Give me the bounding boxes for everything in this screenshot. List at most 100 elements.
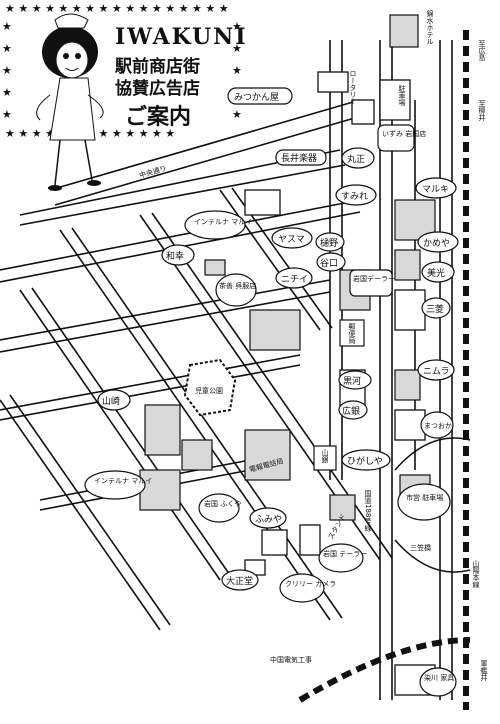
svg-text:インテルナ マルイ: インテルナ マルイ [194, 218, 252, 226]
label-jido-park: 児童公園 [195, 386, 223, 395]
shop-waisho: 和幸 [161, 244, 195, 266]
label-sanyo-line: 山陽本線 [472, 559, 480, 588]
shop-marue: 丸正 [341, 147, 375, 169]
shop-okyu-dept: 岩国デーラー [349, 269, 395, 297]
shop-sanbashi: 三笠橋 [410, 543, 431, 552]
shop-hiroginn: 広銀 [338, 400, 368, 420]
svg-text:★: ★ [232, 64, 242, 77]
svg-text:大正堂: 大正堂 [226, 575, 253, 587]
svg-text:★: ★ [2, 42, 12, 55]
svg-text:すみれ: すみれ [341, 191, 368, 202]
sanyo-railway [298, 30, 471, 710]
svg-text:かめや: かめや [423, 238, 450, 249]
svg-text:ニムラ: ニムラ [423, 366, 450, 377]
label-east-hiroshima: 至広島 [478, 40, 486, 62]
label-chuo-dori: 中央通り [138, 164, 167, 180]
svg-text:★: ★ [2, 86, 12, 99]
brand-title: IWAKUNI [115, 24, 248, 50]
svg-text:山銀: 山銀 [321, 448, 329, 464]
label-rotary: ロータリー [349, 70, 357, 105]
title-line-3: ご案内 [125, 104, 191, 130]
shop-taniguchi: 谷口 [316, 252, 346, 272]
shop-nichii: ニチイ [275, 267, 313, 289]
svg-text:樋野: 樋野 [320, 237, 338, 249]
svg-text:谷口: 谷口 [320, 258, 338, 269]
shop-kuroda: 黒河 [338, 370, 372, 390]
shop-daishokan: 大正堂 [221, 569, 259, 591]
svg-text:★: ★ [2, 64, 12, 77]
svg-text:丸正: 丸正 [347, 153, 365, 165]
label-station-parking: 駐車場 [398, 84, 406, 107]
shop-yamazaki: 山崎 [97, 389, 131, 411]
svg-text:ふみや: ふみや [255, 514, 282, 525]
svg-text:山崎: 山崎 [102, 395, 120, 407]
shop-biko: 美光 [421, 261, 455, 283]
shop-sumire: すみれ [335, 184, 377, 206]
svg-text:岩国 ふくや: 岩国 ふくや [204, 499, 241, 508]
shop-nagai: 長井楽器 [275, 149, 327, 166]
svg-text:広銀: 広銀 [342, 405, 360, 417]
svg-text:黒河: 黒河 [343, 375, 361, 387]
svg-text:長井楽器: 長井楽器 [281, 152, 317, 164]
shop-labels: みつかん屋 長井楽器 丸正 いずみ 岩国店 マルキ すみれ インテルナ マルイ … [84, 87, 459, 697]
shop-yubinkyoku: 郵便局 [339, 319, 365, 347]
svg-text:クリリー カメラ: クリリー カメラ [285, 580, 336, 588]
svg-text:★: ★ [232, 42, 242, 55]
shop-somekawa: 染川 家具 [419, 667, 457, 697]
shop-kurire-camera: クリリー カメラ [279, 573, 336, 603]
svg-text:★: ★ [232, 108, 242, 121]
star-border: ★ ★ ★ ★ ★ ★ ★ ★ ★ ★ ★ ★ ★ ★ ★ ★ ★ ★ ★ ★ … [2, 2, 242, 140]
svg-text:染川 家具: 染川 家具 [424, 673, 454, 682]
label-kokudo-188: 国道188号線 [364, 490, 372, 532]
shop-yamagin: 山銀 [313, 445, 337, 471]
title-line-1: 駅前商店街 [114, 56, 200, 77]
svg-text:中国電気工事: 中国電気工事 [270, 655, 312, 664]
shop-chaban: 茶善 呉服店 [215, 273, 257, 307]
shop-hino: 樋野 [315, 232, 345, 252]
shop-sanryo: 三菱 [421, 297, 451, 319]
shop-intel-maruy-1: インテルナ マルイ [184, 210, 252, 240]
shop-yasuma: ヤスマ [271, 227, 313, 249]
header-title-block: ★ ★ ★ ★ ★ ★ ★ ★ ★ ★ ★ ★ ★ ★ ★ ★ ★ ★ ★ ★ … [2, 2, 248, 191]
svg-text:岩国 テーラー: 岩国 テーラー [323, 549, 367, 558]
svg-text:マルキ: マルキ [422, 185, 449, 195]
svg-text:インテルナ マルイ: インテルナ マルイ [94, 477, 152, 485]
svg-text:★: ★ [232, 20, 242, 33]
mascot-girl-illustration [36, 13, 104, 191]
shop-higashiya: ひがしや [341, 449, 391, 471]
svg-text:みつかん屋: みつかん屋 [234, 92, 279, 103]
svg-text:茶善 呉服店: 茶善 呉服店 [219, 281, 256, 290]
svg-text:ひがしや: ひがしや [347, 455, 383, 467]
shop-chugoku-denki: 中国電気工事 [270, 655, 312, 664]
svg-text:★ ★ ★ ★ ★ ★ ★ ★ ★ ★ ★ ★ ★ ★ ★: ★ ★ ★ ★ ★ ★ ★ ★ ★ ★ ★ ★ ★ ★ ★ ★ ★ [5, 2, 229, 15]
shop-teira: 岩国 テーラー [318, 543, 367, 573]
svg-text:和幸: 和幸 [166, 251, 184, 262]
title-line-2: 協賛広告店 [115, 78, 200, 99]
shop-fumiya: ふみや [249, 507, 287, 529]
svg-text:岩国デーラー: 岩国デーラー [353, 274, 395, 283]
svg-text:いずみ 岩国店: いずみ 岩国店 [382, 129, 426, 138]
svg-text:まつおか: まつおか [424, 422, 452, 430]
shop-nimura: ニムラ [417, 359, 455, 381]
jido-park: 児童公園 [183, 358, 237, 417]
shop-shiei-parking: 市営 駐車場 [397, 483, 451, 521]
svg-text:★: ★ [2, 20, 12, 33]
svg-text:ヤスマ: ヤスマ [278, 235, 305, 245]
shop-marukii: マルキ [415, 177, 457, 199]
shop-intel-maruy-2: インテルナ マルイ [84, 470, 152, 500]
svg-text:★: ★ [2, 108, 12, 121]
svg-text:三菱: 三菱 [426, 303, 444, 315]
shop-kamaya: かめや [417, 231, 459, 253]
shop-matsuoka: まつおか [420, 411, 454, 439]
shop-izumi: いずみ 岩国店 [377, 124, 426, 152]
svg-text:三笠橋: 三笠橋 [410, 543, 431, 552]
shop-mitsukanya: みつかん屋 [227, 87, 293, 105]
svg-text:美光: 美光 [427, 267, 445, 279]
svg-text:ニチイ: ニチイ [281, 274, 308, 285]
svg-text:市営 駐車場: 市営 駐車場 [406, 493, 443, 502]
label-west-yanai: 至柳井 [478, 100, 486, 122]
shop-iwakuni-fukuya: 岩国 ふくや [198, 493, 241, 523]
label-kinsui-hotel: 錦水ホテル [426, 9, 434, 45]
label-gunmasui: 軍艦井 [480, 660, 488, 682]
